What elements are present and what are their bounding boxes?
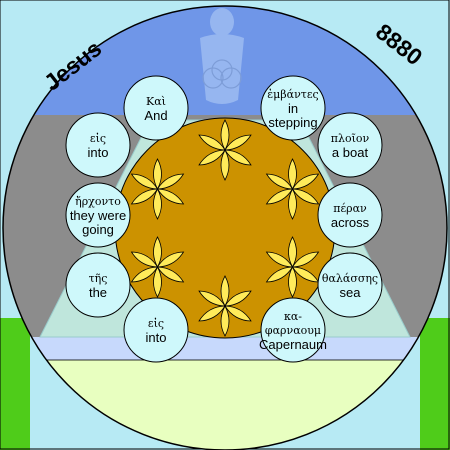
petal [291,188,320,205]
word-circle-shape [65,112,131,178]
petal [288,266,297,298]
petal [198,290,226,307]
english-gloss: across [331,215,370,230]
petal [265,266,294,283]
greek-word: θαλάσσης [322,272,378,285]
word-circle-shape [123,297,189,363]
petal [130,266,159,283]
english-gloss: Capernaum [259,337,327,352]
greek-word: φαρναουμ [265,324,321,337]
english-gloss: into [88,145,109,160]
greek-word: πέραν [333,202,367,215]
english-gloss: going [82,222,114,237]
petal [265,251,294,268]
petal [153,266,162,298]
left-grass [0,318,30,450]
petal [153,236,162,268]
word-circle-shape [317,112,383,178]
flower [130,158,185,220]
petal [198,305,226,322]
petal [153,158,162,190]
greek-word: εἰς [90,132,106,145]
petal [130,188,159,205]
petal [198,149,226,166]
petal [291,173,320,190]
petal [265,173,294,190]
word-circle-shape [317,252,383,318]
flower [265,236,320,298]
flower [130,236,185,298]
word-circle-shape [317,182,383,248]
english-gloss: they were [70,208,126,223]
greek-word: εἰς [148,317,164,330]
main-circle-outline [2,5,448,450]
petal [130,251,159,268]
petal [130,173,159,190]
right-grass [420,318,450,450]
greek-word: τῆς [89,272,108,285]
english-gloss: a boat [332,145,369,160]
word-circle-shape [65,252,131,318]
word-circle-shape [260,75,326,141]
faint-figure [200,8,244,104]
petal [220,275,230,307]
petal [220,305,230,337]
flower [198,275,252,337]
petal [156,251,185,268]
petal [288,188,297,220]
petal [291,251,320,268]
petal [288,236,297,268]
english-gloss: the [89,285,107,300]
petal [198,134,226,151]
petal [220,149,230,181]
petal [156,188,185,205]
petal [153,188,162,220]
english-gloss: And [144,108,167,123]
greek-word: Καὶ [146,95,166,108]
word-circle-shape [123,75,189,141]
english-gloss: in [288,101,298,116]
word-circle-shape [260,297,326,363]
petal [156,173,185,190]
petal [220,119,230,151]
english-gloss: sea [340,285,362,300]
petal [265,188,294,205]
petal [224,149,252,166]
petal [224,305,252,322]
flower [198,119,252,181]
greek-word: ἐμβάντες [267,88,318,101]
greek-word: ἤρχοντο [75,195,121,208]
petal [288,158,297,190]
greek-word: πλοῖον [331,132,370,145]
petal [224,134,252,151]
flower [265,158,320,220]
petal [224,290,252,307]
english-gloss: into [146,330,167,345]
english-gloss: stepping [268,115,317,130]
greek-word: κα- [284,310,302,323]
flower-pattern [130,119,320,337]
petal [156,266,185,283]
word-circle-shape [65,182,131,248]
